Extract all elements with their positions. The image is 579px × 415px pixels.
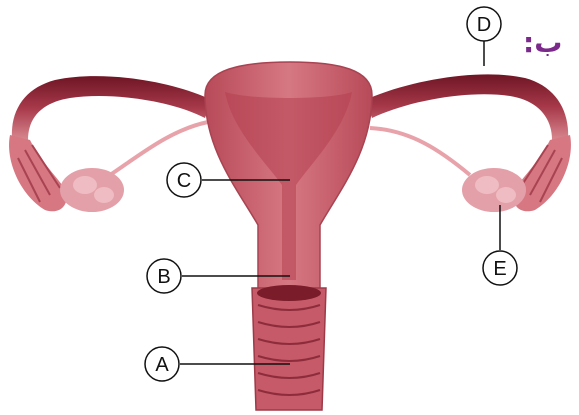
svg-text:D: D <box>477 14 491 36</box>
left-fimbriae <box>9 135 67 211</box>
cervix <box>257 285 321 301</box>
label-c: C <box>167 163 201 197</box>
svg-text:E: E <box>493 258 506 280</box>
svg-text:B: B <box>157 266 170 288</box>
svg-text:A: A <box>155 354 169 376</box>
label-a: A <box>145 347 179 381</box>
svg-text:C: C <box>177 170 191 192</box>
right-ligament <box>370 128 470 175</box>
label-b: B <box>147 259 181 293</box>
label-d: D <box>467 7 501 41</box>
label-e: E <box>483 251 517 285</box>
